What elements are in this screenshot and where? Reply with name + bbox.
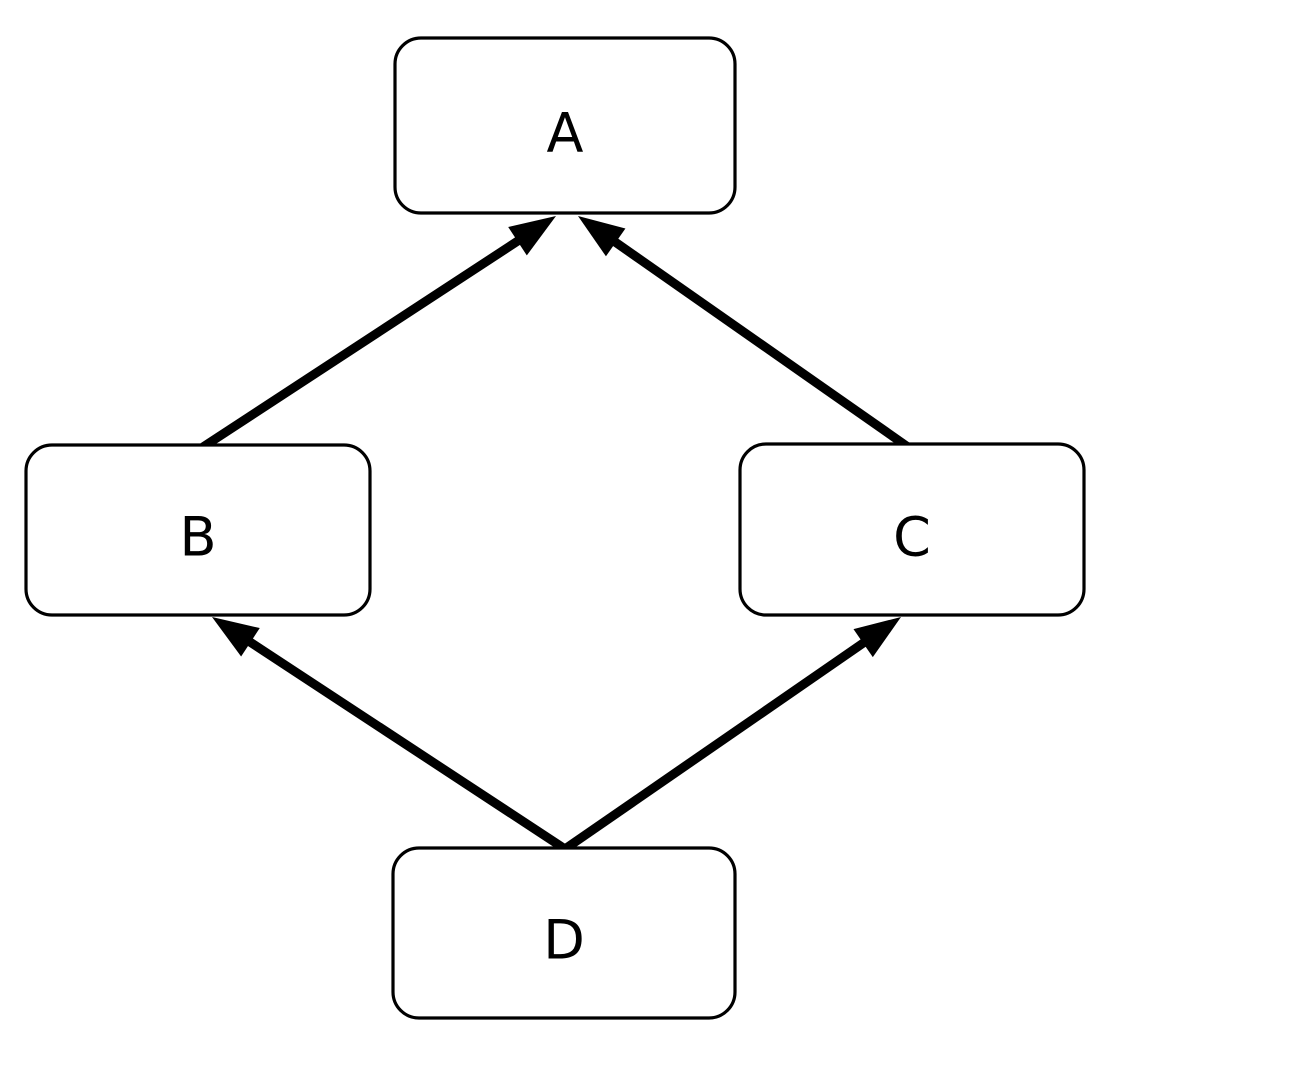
arrowhead-icon [853,617,901,658]
node-box[interactable] [738,442,1086,617]
node-label: B [179,506,216,569]
node-box[interactable] [393,36,737,215]
edge-d-to-c [562,617,901,853]
edge-shaft [608,235,911,451]
arrowhead-icon [508,216,556,256]
edge-c-to-a [578,216,911,451]
edge-shaft [242,635,568,853]
node-d[interactable]: D [391,846,737,1020]
edge-shaft [200,234,525,451]
nodes-layer: A B C D [24,36,1086,1020]
arrowhead-icon [578,216,626,257]
edges-layer [200,216,911,853]
node-a[interactable]: A [393,36,737,215]
node-b[interactable]: B [24,443,372,617]
node-box[interactable] [24,443,372,617]
edge-shaft [562,636,871,853]
node-label: C [893,506,931,569]
node-label: A [547,102,584,165]
arrowhead-icon [212,617,260,657]
edge-d-to-b [212,617,568,853]
edge-b-to-a [200,216,556,451]
node-label: D [543,909,585,972]
node-box[interactable] [391,846,737,1020]
node-c[interactable]: C [738,442,1086,617]
